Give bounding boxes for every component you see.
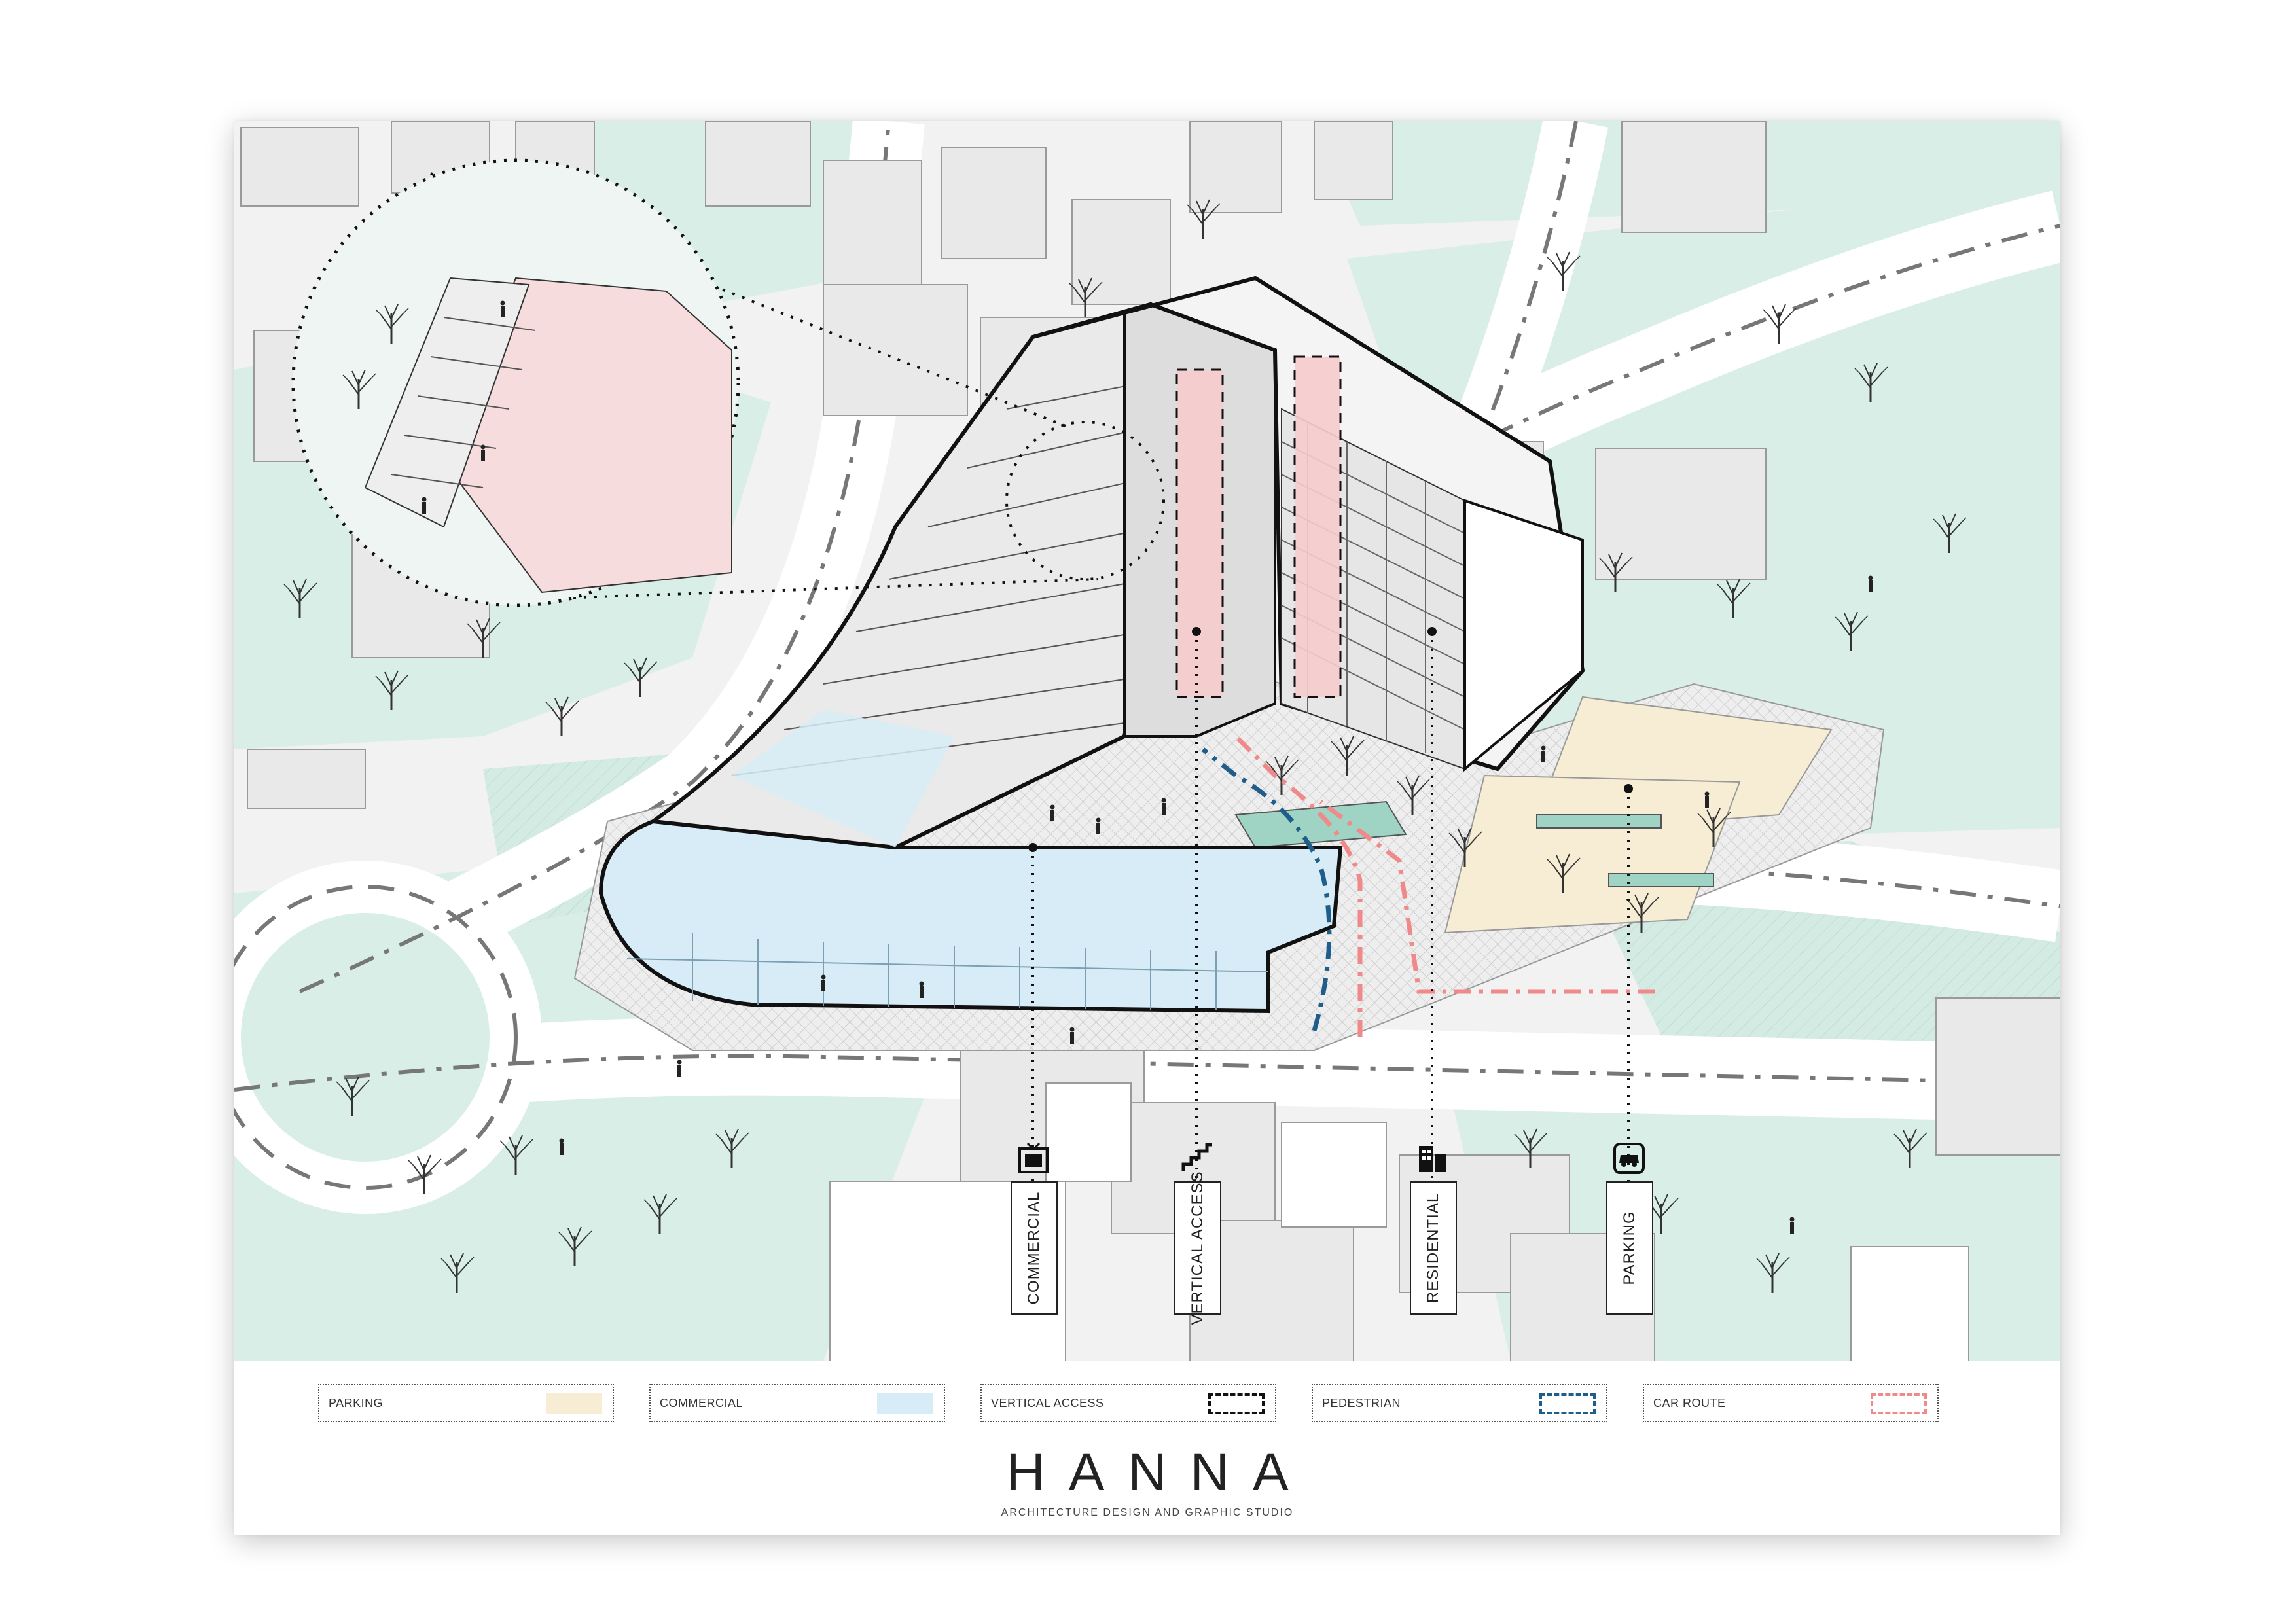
brand-logo: HANNA (1006, 1442, 1312, 1502)
legend-swatch-parking (546, 1393, 602, 1414)
commercial-podium (598, 819, 1343, 1014)
legend-swatch-commercial (877, 1393, 933, 1414)
legend-label: PEDESTRIAN (1322, 1397, 1401, 1410)
callout-parking: PARKING (1606, 1181, 1653, 1315)
detail-magnifier (291, 158, 1165, 607)
legend-parking: PARKING (318, 1384, 614, 1422)
routes (1201, 734, 1655, 1037)
legend-commercial: COMMERCIAL (649, 1384, 945, 1422)
brand-subtitle: ARCHITECTURE DESIGN AND GRAPHIC STUDIO (1001, 1507, 1294, 1518)
car-icon (1613, 1142, 1645, 1175)
legend-pedestrian: PEDESTRIAN (1312, 1384, 1607, 1422)
stairs-icon (1181, 1142, 1213, 1175)
callout-commercial-label: COMMERCIAL (1025, 1191, 1043, 1305)
legend-label: COMMERCIAL (660, 1397, 744, 1410)
residential-tower (1032, 276, 1585, 772)
legend-label: VERTICAL ACCESS (991, 1397, 1104, 1410)
axonometric-drawing: COMMERCIAL VERTICAL ACCESS RESIDENTIAL P… (234, 121, 2060, 1361)
poster-board: COMMERCIAL VERTICAL ACCESS RESIDENTIAL P… (234, 121, 2060, 1535)
legend-swatch-pedestrian (1539, 1393, 1596, 1414)
callout-residential: RESIDENTIAL (1410, 1181, 1457, 1315)
legend-swatch-car-route (1871, 1393, 1927, 1414)
callout-parking-label: PARKING (1621, 1211, 1638, 1285)
callout-leaders (1031, 632, 1630, 1312)
callout-vertical-access-label: VERTICAL ACCESS (1189, 1171, 1206, 1325)
callout-commercial: COMMERCIAL (1011, 1181, 1058, 1315)
building-icon (1416, 1142, 1449, 1175)
legend-car-route: CAR ROUTE (1643, 1384, 1939, 1422)
legend: PARKING COMMERCIAL VERTICAL ACCESS PEDES… (234, 1378, 2060, 1436)
callout-vertical-access: VERTICAL ACCESS (1174, 1171, 1221, 1325)
callout-residential-label: RESIDENTIAL (1424, 1192, 1442, 1304)
shop-icon (1017, 1142, 1050, 1175)
legend-vertical-access: VERTICAL ACCESS (980, 1384, 1276, 1422)
legend-label: PARKING (329, 1397, 384, 1410)
legend-swatch-vertical-access (1208, 1393, 1265, 1414)
brand-block: HANNA ARCHITECTURE DESIGN AND GRAPHIC ST… (234, 1436, 2060, 1528)
stepped-terrace (647, 302, 1199, 850)
site-axonometric (234, 121, 2060, 1361)
roads (234, 121, 2060, 1214)
legend-label: CAR ROUTE (1653, 1397, 1726, 1410)
